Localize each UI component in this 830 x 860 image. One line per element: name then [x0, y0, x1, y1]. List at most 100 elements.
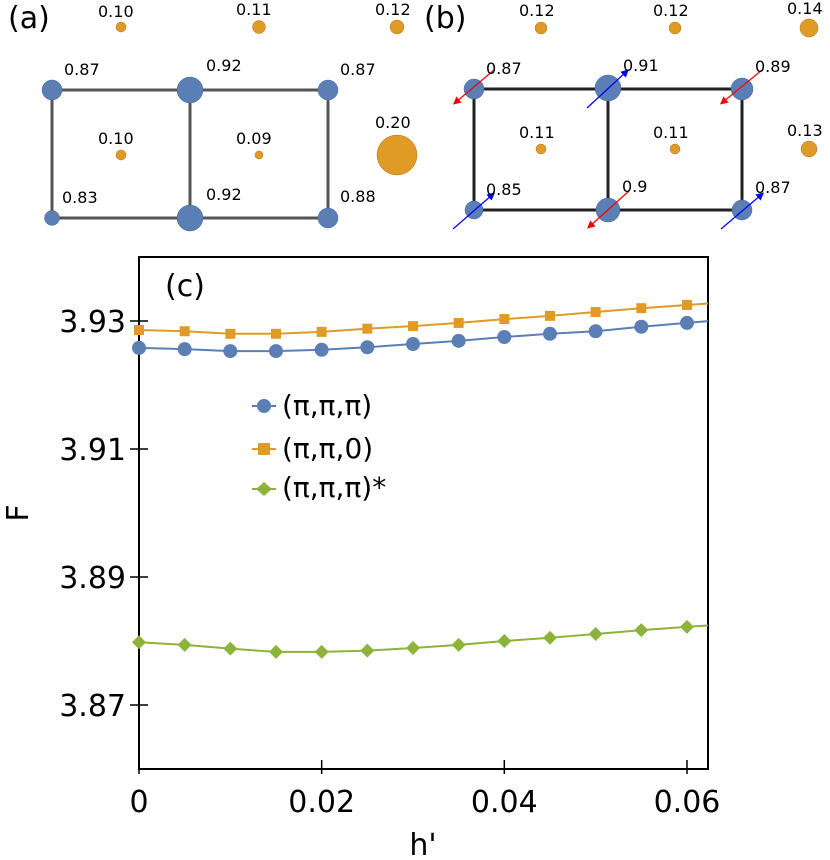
- legend-label: (π,π,π)*: [282, 471, 386, 504]
- orange-site: [254, 150, 264, 160]
- legend-item: (π,π,0): [252, 432, 373, 465]
- data-point: [451, 333, 466, 348]
- orange-site: [799, 18, 819, 38]
- y-axis: 3.87 3.89 3.91 3.93: [59, 305, 148, 724]
- data-point: [497, 634, 512, 648]
- x-tick-label: 0.06: [654, 785, 721, 820]
- node-value: 0.85: [486, 180, 522, 199]
- lattice-node: [317, 207, 339, 229]
- x-tick-label: 0.02: [288, 785, 355, 820]
- site-value: 0.12: [375, 0, 411, 19]
- data-point: [634, 623, 649, 638]
- data-point: [134, 324, 144, 335]
- data-point: [177, 342, 192, 357]
- node-value: 0.91: [623, 56, 659, 75]
- orange-site: [376, 134, 418, 176]
- lattice-node: [44, 210, 60, 226]
- site-value: 0.11: [236, 0, 272, 19]
- orange-site: [252, 20, 266, 34]
- node-value: 0.89: [755, 57, 791, 76]
- node-value: 0.87: [64, 60, 100, 79]
- orange-site: [389, 19, 405, 35]
- data-point: [360, 340, 375, 355]
- site-value: 0.11: [519, 123, 555, 142]
- data-point: [681, 300, 692, 310]
- spin-down-arrow-icon: [452, 69, 495, 105]
- node-value: 0.88: [340, 187, 376, 206]
- series-circle: [132, 315, 709, 359]
- panel-c-label: (c): [165, 269, 205, 304]
- site-value: 0.10: [98, 129, 134, 148]
- data-point: [223, 641, 238, 656]
- data-point: [314, 644, 329, 659]
- node-value: 0.83: [62, 188, 98, 207]
- data-point: [362, 323, 373, 334]
- legend-item: (π,π,π)*: [252, 471, 386, 504]
- lattice-node: [730, 77, 754, 101]
- spin-up-arrow-icon: [586, 69, 629, 109]
- spin-up-arrow-icon: [452, 192, 496, 230]
- panel-a-label: (a): [8, 1, 50, 36]
- data-point: [542, 326, 557, 341]
- circle-marker-icon: [257, 399, 271, 413]
- site-value: 0.12: [653, 1, 689, 20]
- data-point: [497, 330, 512, 344]
- site-value: 0.14: [787, 0, 823, 18]
- site-value: 0.09: [236, 129, 272, 148]
- node-value: 0.87: [486, 59, 522, 78]
- lattice-node: [41, 79, 63, 101]
- data-point: [634, 319, 649, 334]
- data-point: [407, 321, 418, 332]
- orange-site: [534, 21, 548, 35]
- orange-site: [115, 21, 127, 33]
- data-point: [177, 637, 192, 652]
- x-axis-label: h': [409, 828, 436, 860]
- spin-down-arrow-icon: [719, 69, 763, 105]
- node-value: 0.92: [206, 56, 242, 75]
- panel-b: (b) 0.12 0.12 0.14 0.87 0.91 0.89 0.85 0…: [424, 0, 823, 230]
- data-point: [588, 626, 603, 641]
- data-point: [590, 307, 601, 318]
- data-point: [179, 326, 190, 337]
- spin-up-arrow-icon: [720, 192, 765, 230]
- legend-label: (π,π,π): [282, 389, 372, 422]
- data-point: [223, 344, 238, 359]
- data-point: [542, 630, 557, 645]
- data-point: [268, 344, 283, 359]
- site-value: 0.11: [653, 123, 689, 142]
- data-point: [314, 342, 329, 357]
- y-tick-label: 3.91: [59, 433, 126, 468]
- data-point: [268, 644, 283, 659]
- square-marker-icon: [258, 443, 270, 455]
- site-value: 0.12: [519, 1, 555, 20]
- data-point: [453, 317, 464, 328]
- site-value: 0.10: [98, 2, 134, 21]
- diamond-marker-icon: [256, 482, 272, 496]
- x-tick-label: 0.04: [471, 785, 538, 820]
- orange-site: [535, 143, 547, 155]
- spin-down-arrow-icon: [587, 190, 630, 229]
- data-point: [679, 619, 694, 634]
- data-point: [499, 314, 510, 325]
- data-point: [225, 328, 236, 339]
- data-point: [451, 637, 466, 652]
- site-value: 0.20: [375, 113, 411, 132]
- series-layer: [132, 300, 709, 659]
- node-value: 0.9: [622, 177, 647, 196]
- node-value: 0.87: [340, 60, 376, 79]
- y-tick-label: 3.89: [59, 561, 126, 596]
- orange-site: [800, 140, 818, 158]
- lattice-node: [176, 204, 204, 232]
- data-point: [588, 324, 603, 339]
- y-tick-label: 3.93: [59, 305, 126, 340]
- data-point: [132, 340, 146, 355]
- data-point: [132, 635, 146, 650]
- data-point: [636, 303, 647, 314]
- orange-site: [115, 149, 127, 161]
- data-point: [405, 337, 420, 352]
- lattice-node: [463, 78, 485, 100]
- y-tick-label: 3.87: [59, 689, 126, 724]
- node-value: 0.87: [755, 178, 791, 197]
